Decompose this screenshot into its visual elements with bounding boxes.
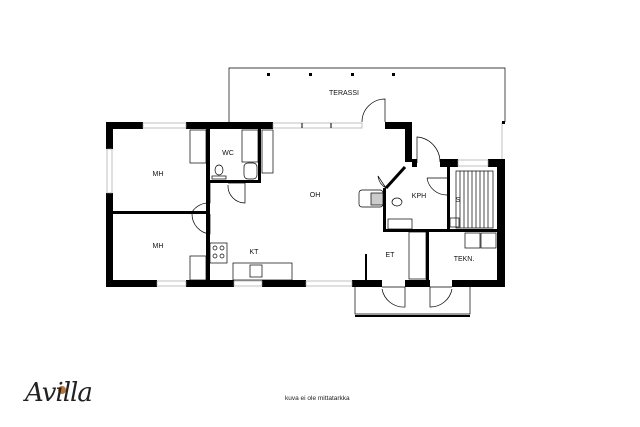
entry-porch — [354, 287, 471, 317]
doors — [191, 98, 453, 308]
room-label-bathroom: KPH — [412, 193, 426, 200]
room-label-terrace: TERASSI — [329, 90, 359, 97]
logo-accent-dot — [58, 386, 66, 394]
room-label-entry: ET — [386, 252, 396, 259]
room-label-bedroom-1: MH — [153, 171, 164, 178]
exterior-walls — [106, 122, 505, 287]
avilla-logo: Avilla — [25, 378, 93, 408]
windows — [106, 122, 489, 287]
room-label-kitchen: KT — [250, 249, 260, 256]
disclaimer-note: kuva ei ole mittatarkka — [285, 395, 350, 402]
room-label-wc: WC — [222, 150, 234, 157]
toilet-icon — [391, 197, 403, 207]
toilet-icon — [214, 164, 224, 176]
room-label-bedroom-2: MH — [153, 243, 164, 250]
interior-walls — [113, 129, 498, 280]
fixtures — [189, 129, 497, 281]
room-label-living: OH — [310, 192, 321, 199]
terrace — [228, 67, 506, 160]
room-label-technical: TEKN. — [454, 256, 475, 263]
room-label-sauna: S — [456, 197, 461, 204]
